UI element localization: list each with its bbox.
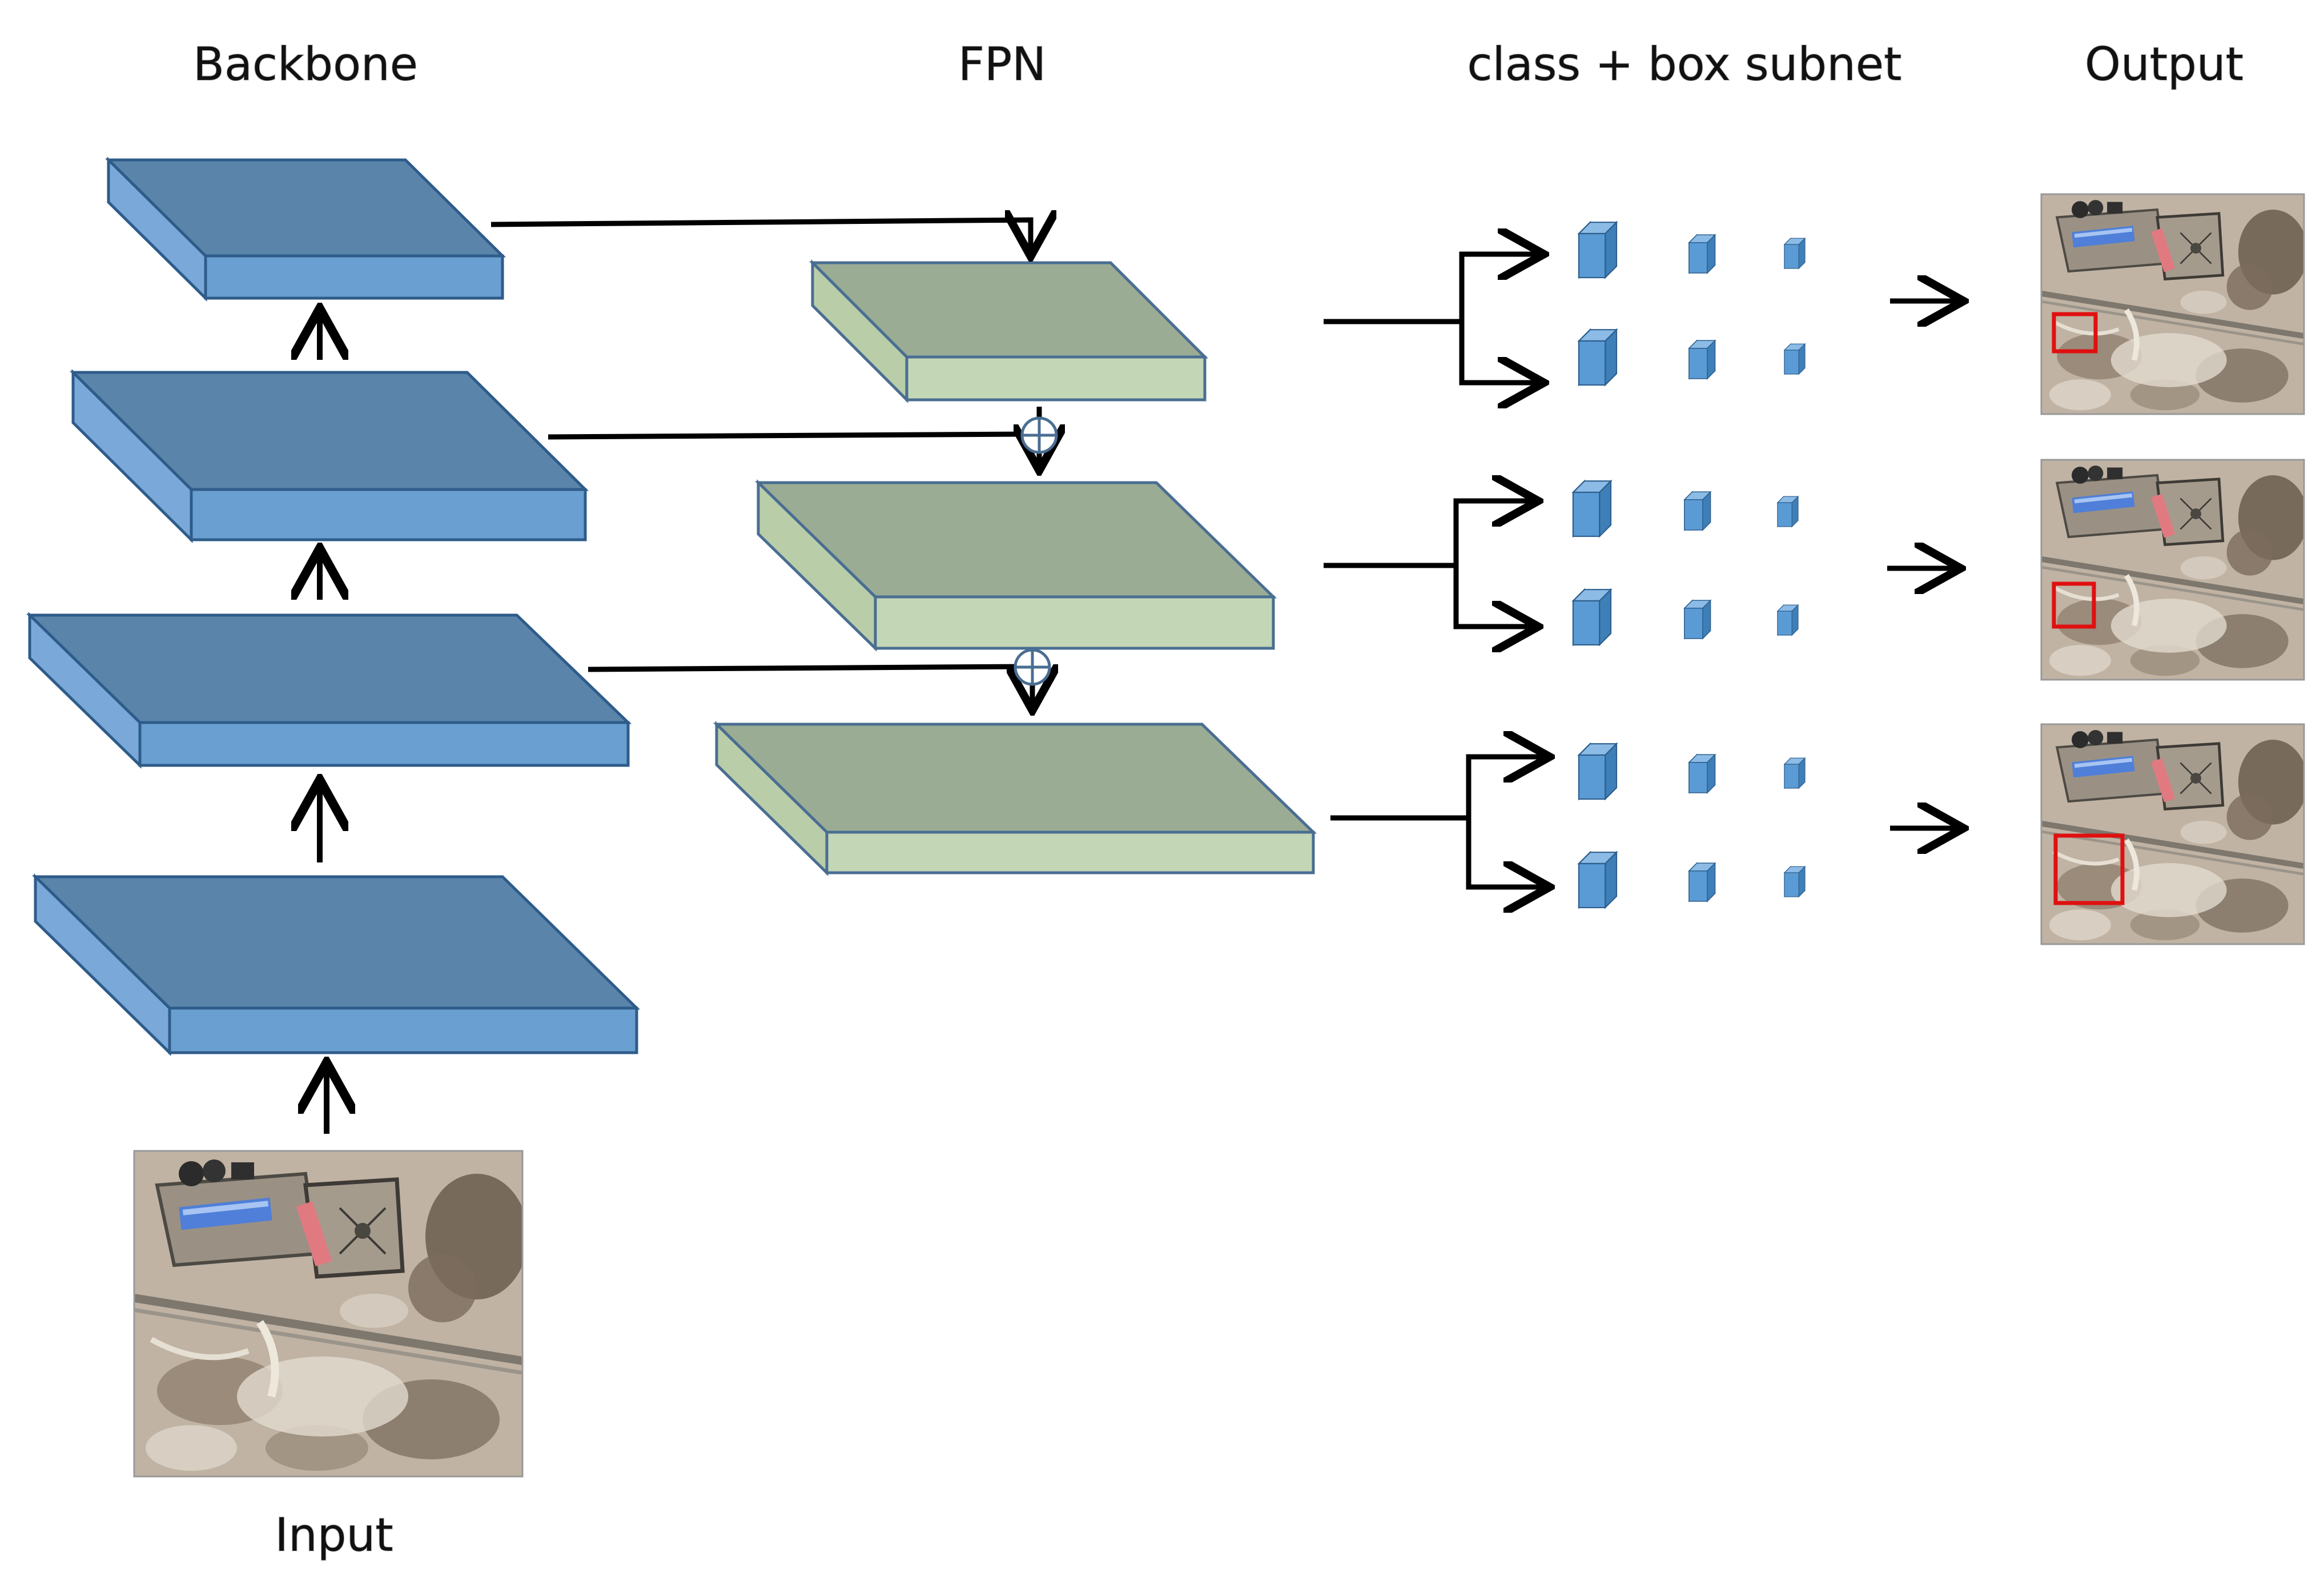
backbone-layer-3: [69, 369, 589, 543]
fpn-layer-bottom: [713, 721, 1317, 876]
output-image-2: [2040, 459, 2305, 681]
backbone-layer-4: [104, 157, 506, 302]
header-backbone: Backbone: [193, 38, 418, 91]
subnet-branch-2: [1324, 501, 1533, 627]
input-image: [133, 1150, 524, 1478]
subnet-branch-1: [1324, 254, 1539, 383]
fpn-layer-top: [809, 259, 1209, 404]
output-image-1: [2040, 193, 2305, 415]
circle-plus-icon: [1014, 648, 1051, 686]
circle-plus-icon: [1020, 416, 1058, 454]
subnet-cubes: [1572, 221, 1806, 909]
arrow-icon: [320, 314, 327, 1134]
arrow-icon: [1887, 301, 1959, 828]
header-subnet: class + box subnet: [1467, 38, 1902, 91]
header-output: Output: [2085, 38, 2243, 91]
header-fpn: FPN: [958, 38, 1046, 91]
output-image-3: [2040, 723, 2305, 945]
lateral-connections: [490, 220, 1039, 705]
backbone-layer-2: [26, 612, 632, 769]
fpn-layer-middle: [754, 479, 1277, 652]
backbone-layer-1: [31, 873, 641, 1056]
subnet-branch-3: [1330, 757, 1545, 887]
input-label: Input: [275, 1508, 393, 1562]
